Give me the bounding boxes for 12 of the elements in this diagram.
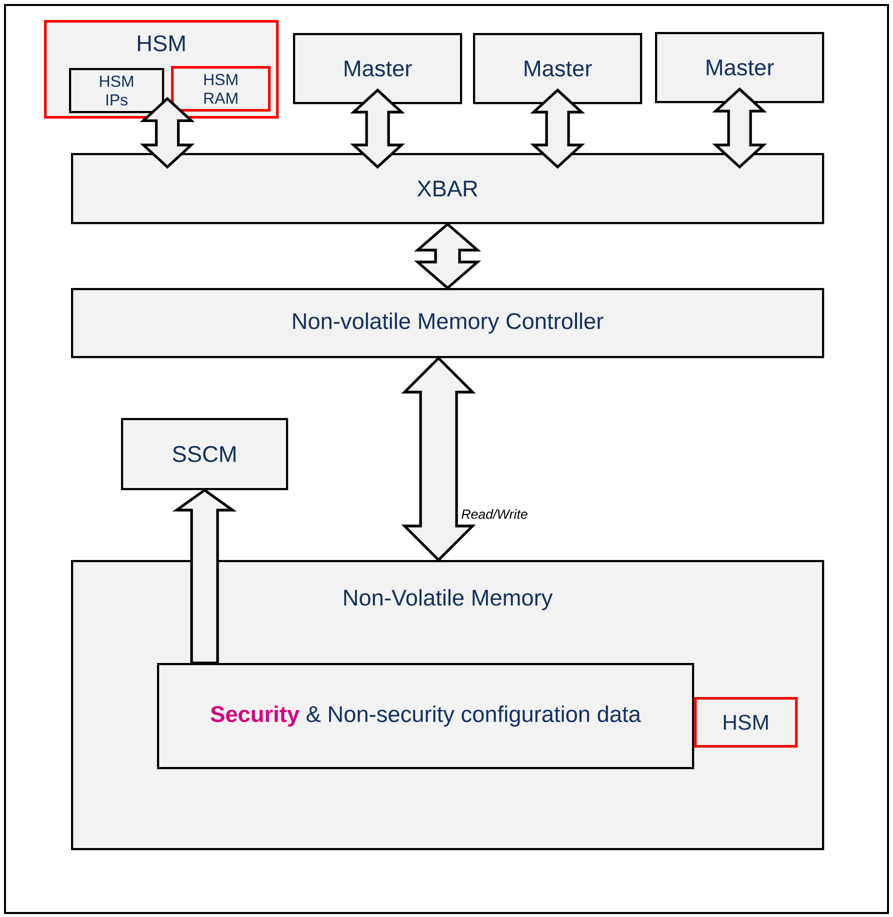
- controller-box: Non-volatile Memory Controller: [71, 288, 824, 358]
- master-box: Master: [293, 33, 462, 104]
- config-data-box: Security & Non-security configuration data: [157, 663, 694, 770]
- block-arrow: [172, 488, 237, 664]
- sscm-box: SSCM: [121, 418, 288, 490]
- master-box: Master: [655, 32, 824, 104]
- ip-box: HSM IPs: [69, 68, 164, 114]
- master-box: Master: [473, 33, 642, 104]
- hsm-box: HSM: [694, 697, 798, 748]
- edge-label: Read/Write: [460, 508, 530, 520]
- bus-box: XBAR: [71, 153, 824, 224]
- ram-box: HSM RAM: [171, 66, 271, 112]
